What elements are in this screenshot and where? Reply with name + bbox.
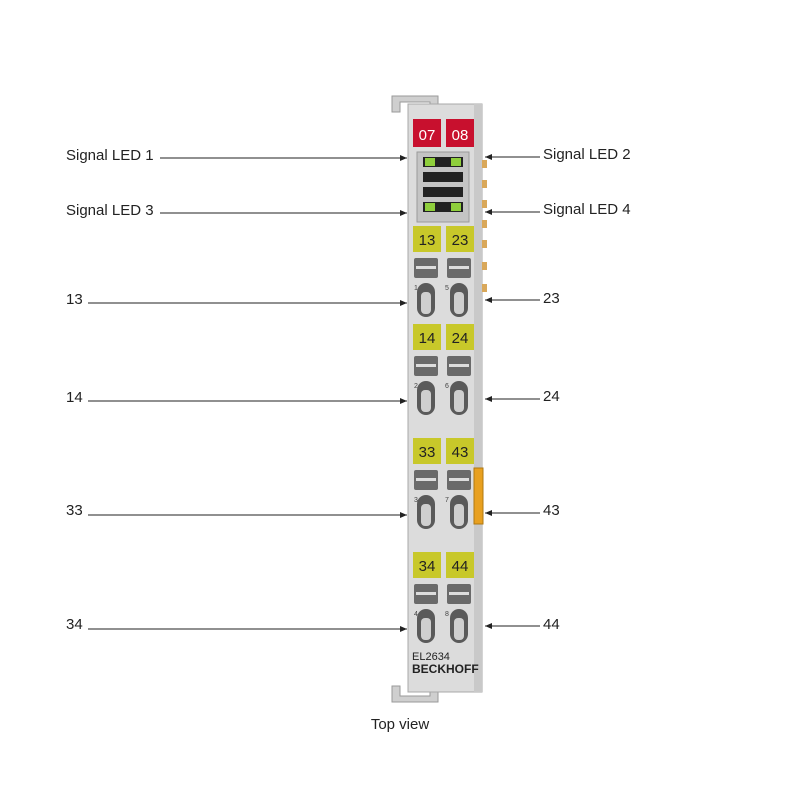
svg-text:14: 14 xyxy=(419,330,436,347)
svg-text:33: 33 xyxy=(419,444,436,461)
led-row-4 xyxy=(423,202,463,212)
label-34: 34 xyxy=(66,616,83,633)
terminal-label-14 xyxy=(413,324,441,350)
label-43: 43 xyxy=(543,502,560,519)
terminal-label-24 xyxy=(446,324,474,350)
model-text: EL2634 xyxy=(412,651,450,663)
code-box-left xyxy=(413,119,441,147)
terminal-label-44 xyxy=(446,552,474,578)
terminal-label-23 xyxy=(446,226,474,252)
label-signal-led-1: Signal LED 1 xyxy=(66,147,154,164)
code-left-text: 07 xyxy=(419,127,436,144)
label-24: 24 xyxy=(543,388,560,405)
terminal-label-43 xyxy=(446,438,474,464)
terminal-label-34 xyxy=(413,552,441,578)
label-33: 33 xyxy=(66,502,83,519)
caption-top-view: Top view xyxy=(370,716,430,733)
label-44: 44 xyxy=(543,616,560,633)
label-23: 23 xyxy=(543,290,560,307)
svg-text:2: 2 xyxy=(414,383,418,390)
label-signal-led-4: Signal LED 4 xyxy=(543,201,631,218)
led-row-2 xyxy=(423,172,463,182)
svg-text:6: 6 xyxy=(445,383,449,390)
code-box-right xyxy=(446,119,474,147)
brand-text: BECKHOFF xyxy=(412,662,479,676)
svg-text:4: 4 xyxy=(414,611,418,618)
svg-text:43: 43 xyxy=(452,444,469,461)
top-clip xyxy=(391,95,439,113)
led-row-1 xyxy=(423,157,463,167)
orange-tab xyxy=(473,467,484,525)
svg-text:23: 23 xyxy=(452,232,469,249)
side-contacts xyxy=(482,160,487,292)
terminal-label-33 xyxy=(413,438,441,464)
svg-text:5: 5 xyxy=(445,285,449,292)
svg-text:1: 1 xyxy=(414,285,418,292)
svg-text:34: 34 xyxy=(419,558,436,575)
label-signal-led-2: Signal LED 2 xyxy=(543,146,631,163)
led-row-3 xyxy=(423,187,463,197)
svg-text:8: 8 xyxy=(445,611,449,618)
label-13: 13 xyxy=(66,291,83,308)
svg-text:3: 3 xyxy=(414,497,418,504)
code-right-text: 08 xyxy=(452,127,469,144)
svg-text:24: 24 xyxy=(452,330,469,347)
label-signal-led-3: Signal LED 3 xyxy=(66,202,154,219)
label-14: 14 xyxy=(66,389,83,406)
terminal-label-13 xyxy=(413,226,441,252)
svg-text:7: 7 xyxy=(445,497,449,504)
svg-text:44: 44 xyxy=(452,558,469,575)
svg-text:13: 13 xyxy=(419,232,436,249)
bottom-clip xyxy=(391,685,439,703)
